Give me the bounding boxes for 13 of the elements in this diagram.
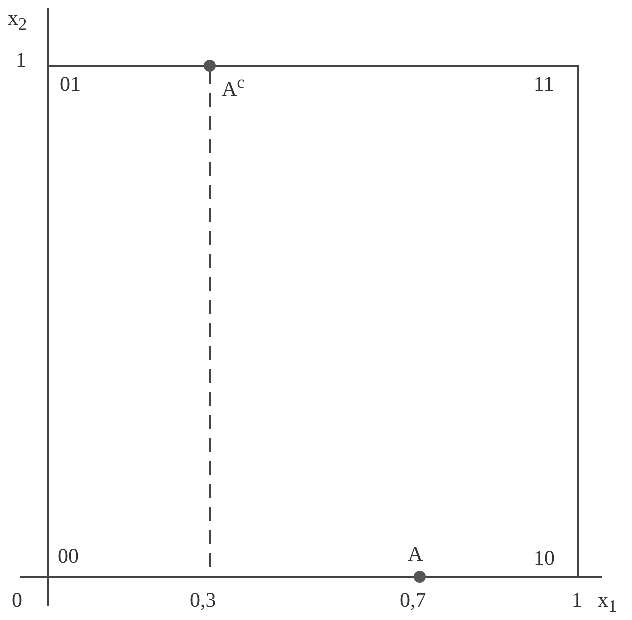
- tick-label: 0,7: [400, 590, 426, 611]
- corner-label: 11: [534, 74, 554, 95]
- corner-label: 00: [58, 546, 79, 567]
- point-label: A$^{c}$: [222, 74, 245, 100]
- corner-label: 01: [60, 74, 81, 95]
- tick-label: 0,3: [190, 590, 216, 611]
- point-label: A: [408, 544, 424, 565]
- corner-label: 10: [534, 548, 555, 569]
- tick-label: 1: [16, 50, 26, 71]
- tick-label: 0: [12, 590, 22, 611]
- axis-label: x$_{1}$: [598, 590, 618, 616]
- axis-label: x$_{2}$: [8, 8, 28, 34]
- tick-label: 1: [572, 590, 582, 611]
